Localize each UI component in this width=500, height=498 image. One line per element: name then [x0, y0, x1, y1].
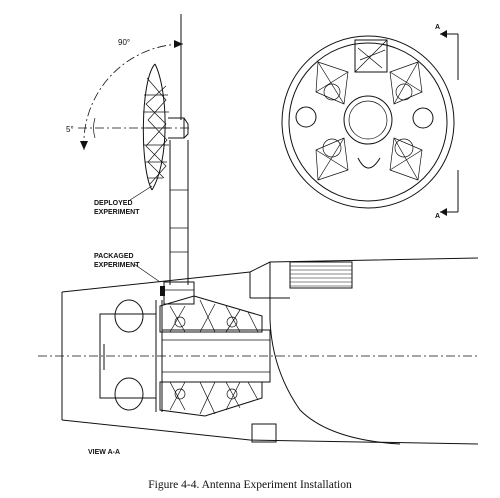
- top-package-box: [354, 39, 388, 73]
- deployed-antenna-dish: [78, 40, 190, 191]
- bottom-boss: [357, 157, 381, 169]
- deployed-mast: [169, 14, 189, 285]
- body-upper-skin: [61, 257, 479, 293]
- lower-drum: [114, 377, 144, 411]
- section-a-bottom-label: A: [435, 213, 440, 220]
- view-aa-label: VIEW A-A: [88, 449, 120, 456]
- arc-arrowhead-top: [174, 40, 183, 48]
- figure-caption: Figure 4-4. Antenna Experiment Installat…: [148, 479, 352, 491]
- inner-ring: [288, 42, 448, 202]
- packaged-leader-line: [133, 263, 161, 283]
- packaged-label-line1: PACKAGED: [94, 253, 134, 260]
- hatched-panel: [289, 261, 353, 289]
- dish-ribs: [143, 77, 170, 185]
- section-a-top-label: A: [435, 24, 440, 31]
- aft-bulkhead-curve: [269, 319, 401, 445]
- upper-truss: [159, 295, 263, 333]
- deployed-label-line1: DEPLOYED: [94, 200, 133, 207]
- packaged-label-line2: EXPERIMENT: [94, 262, 140, 269]
- view-aa-section: [281, 30, 459, 216]
- lower-truss: [159, 381, 263, 417]
- deployment-arc-5: [93, 117, 96, 139]
- body-lower-skin: [61, 419, 479, 445]
- left-boss: [295, 106, 317, 128]
- deployed-label-line2: EXPERIMENT: [94, 209, 140, 216]
- deployment-arc-90: [83, 43, 184, 151]
- right-boss: [412, 107, 434, 129]
- dish-outer-rim: [142, 63, 156, 191]
- arc-arrowhead-bottom: [80, 141, 88, 150]
- outer-ring: [281, 35, 455, 209]
- angle-90-label: 90°: [118, 38, 130, 47]
- vehicle-body: [38, 257, 479, 445]
- deployed-leader-line: [129, 185, 153, 201]
- central-hub: [343, 95, 393, 145]
- dish-inner-rim: [151, 63, 166, 191]
- radial-trusses: [315, 61, 423, 181]
- upper-drum: [114, 299, 144, 333]
- lower-access-box: [251, 423, 277, 443]
- angle-5-label: 5°: [66, 125, 74, 134]
- internal-frame: [99, 281, 271, 412]
